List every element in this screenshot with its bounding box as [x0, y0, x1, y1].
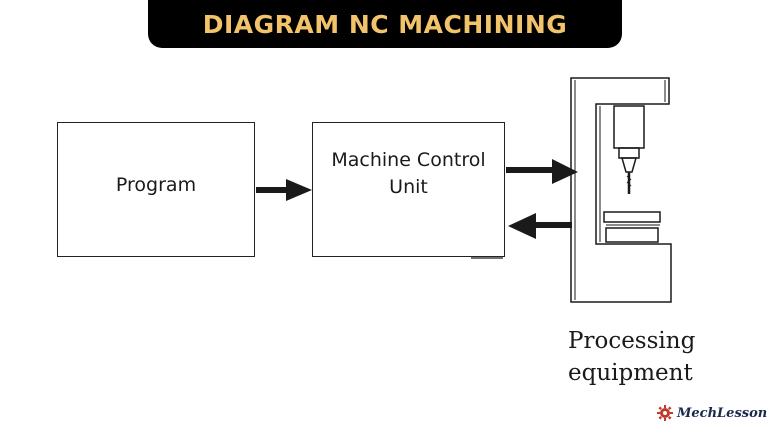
machine-control-unit-block: Machine Control Unit: [312, 122, 505, 257]
title-banner: DIAGRAM NC MACHINING: [148, 0, 622, 48]
machine-control-unit-label: Machine Control Unit: [331, 148, 486, 198]
processing-equipment: [570, 77, 672, 303]
logo-text: MechLesson: [677, 405, 768, 421]
mcu-to-equipment-arrow: [506, 159, 578, 184]
spindle-icon: [613, 105, 645, 194]
processing-equipment-label: Processing equipment: [568, 328, 696, 386]
program-block: Program: [57, 122, 255, 257]
equipment-to-mcu-arrow: [508, 213, 572, 239]
program-to-mcu-arrow: [256, 179, 312, 201]
diagram-title: DIAGRAM NC MACHINING: [202, 9, 568, 39]
worktable-icon: [603, 211, 661, 243]
program-label: Program: [115, 174, 197, 196]
gear-icon: [657, 405, 673, 421]
mechlesson-logo: MechLesson: [656, 404, 767, 422]
